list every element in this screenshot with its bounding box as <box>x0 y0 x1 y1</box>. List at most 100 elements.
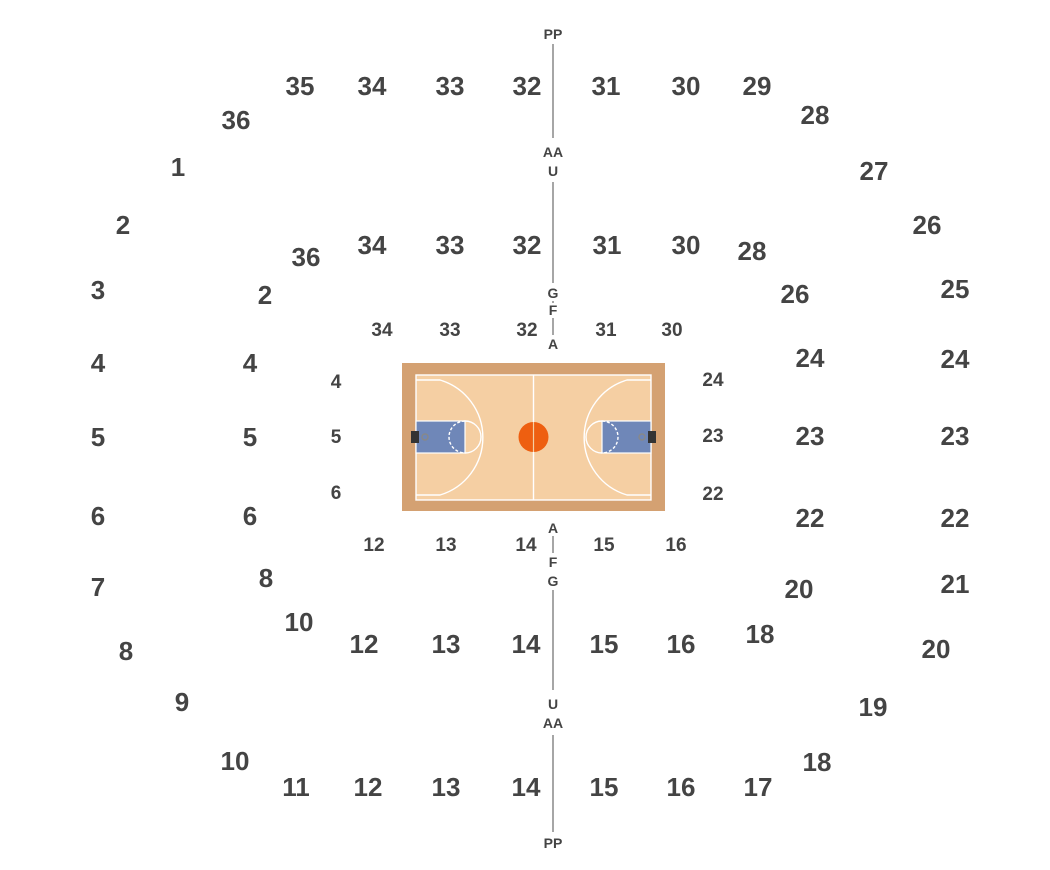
seat-section[interactable]: 29 <box>743 71 772 101</box>
aisle-label: F <box>549 302 558 318</box>
seat-section[interactable]: 2 <box>258 280 272 310</box>
seat-section[interactable]: 5 <box>331 427 342 448</box>
seat-section[interactable]: 10 <box>285 607 314 637</box>
aisle-label: A <box>548 520 558 536</box>
seat-section[interactable]: 33 <box>436 71 465 101</box>
aisle-label: PP <box>544 26 563 42</box>
seat-section[interactable]: 31 <box>595 320 617 341</box>
seat-section[interactable]: 16 <box>665 535 686 556</box>
seat-section[interactable]: 15 <box>593 535 615 556</box>
lower-sections: 34 33 32 31 30 4 24 5 23 6 22 12 13 14 1… <box>331 320 724 556</box>
seat-section[interactable]: 4 <box>331 372 342 393</box>
middle-sections: 34 33 32 31 30 36 28 2 26 4 24 5 23 6 22… <box>243 230 825 659</box>
seat-section[interactable]: 23 <box>702 426 723 447</box>
seat-section[interactable]: 18 <box>746 619 775 649</box>
seat-section[interactable]: 6 <box>243 501 257 531</box>
seat-section[interactable]: 28 <box>801 100 830 130</box>
seat-section[interactable]: 32 <box>516 320 537 341</box>
seat-section[interactable]: 34 <box>371 320 393 341</box>
free-throw-arc-right-dashed <box>601 420 619 454</box>
seat-section[interactable]: 19 <box>859 692 888 722</box>
seat-section[interactable]: 4 <box>243 348 258 378</box>
seat-section[interactable]: 7 <box>91 572 105 602</box>
backboard-right <box>648 431 656 443</box>
seat-section[interactable]: 14 <box>512 629 541 659</box>
seat-section[interactable]: 14 <box>512 772 541 802</box>
seat-section[interactable]: 18 <box>803 747 832 777</box>
seat-section[interactable]: 4 <box>91 348 106 378</box>
seat-section[interactable]: 27 <box>860 156 889 186</box>
seat-section[interactable]: 2 <box>116 210 130 240</box>
hoop-left <box>421 433 429 441</box>
seat-section[interactable]: 13 <box>432 629 461 659</box>
aisle-labels-bottom: A F G U AA PP <box>543 520 563 851</box>
seat-section[interactable]: 9 <box>175 687 189 717</box>
seat-section[interactable]: 8 <box>259 563 273 593</box>
seat-section[interactable]: 26 <box>913 210 942 240</box>
seat-section[interactable]: 13 <box>432 772 461 802</box>
seat-section[interactable]: 34 <box>358 71 387 101</box>
seat-section[interactable]: 34 <box>358 230 387 260</box>
seat-section[interactable]: 17 <box>744 772 773 802</box>
seat-section[interactable]: 5 <box>243 422 257 452</box>
seat-section[interactable]: 22 <box>796 503 825 533</box>
seat-section[interactable]: 10 <box>221 746 250 776</box>
seat-section[interactable]: 20 <box>785 574 814 604</box>
seat-section[interactable]: 6 <box>91 501 105 531</box>
seat-section[interactable]: 16 <box>667 629 696 659</box>
seat-section[interactable]: 32 <box>513 230 542 260</box>
seat-section[interactable]: 20 <box>922 634 951 664</box>
seat-section[interactable]: 36 <box>292 242 321 272</box>
seat-section[interactable]: 22 <box>941 503 970 533</box>
seat-section[interactable]: 12 <box>350 629 379 659</box>
seat-section[interactable]: 12 <box>363 535 384 556</box>
seat-section[interactable]: 30 <box>672 71 701 101</box>
seat-section[interactable]: 22 <box>702 484 723 505</box>
seat-section[interactable]: 21 <box>941 569 970 599</box>
seat-section[interactable]: 32 <box>513 71 542 101</box>
seat-section[interactable]: 15 <box>590 772 619 802</box>
seat-section[interactable]: 15 <box>590 629 619 659</box>
seat-section[interactable]: 28 <box>738 236 767 266</box>
seat-section[interactable]: 33 <box>436 230 465 260</box>
seat-section[interactable]: 1 <box>171 152 185 182</box>
aisle-labels-top: PP AA U G F A <box>543 26 563 352</box>
seat-section[interactable]: 5 <box>91 422 105 452</box>
seat-section[interactable]: 31 <box>593 230 622 260</box>
seat-section[interactable]: 12 <box>354 772 383 802</box>
aisle-label: G <box>548 573 559 589</box>
seat-section[interactable]: 13 <box>435 535 456 556</box>
seat-section[interactable]: 11 <box>282 772 310 802</box>
free-throw-arc-right-solid <box>585 420 603 454</box>
seat-section[interactable]: 3 <box>91 275 105 305</box>
seat-section[interactable]: 33 <box>439 320 460 341</box>
aisle-label: F <box>549 554 558 570</box>
aisle-label: U <box>548 696 558 712</box>
seat-section[interactable]: 25 <box>941 274 970 304</box>
three-point-arc-left <box>416 379 484 496</box>
aisle-label: U <box>548 163 558 179</box>
seat-section[interactable]: 14 <box>515 535 537 556</box>
aisle-label: AA <box>543 144 563 160</box>
aisle-label: AA <box>543 715 563 731</box>
seat-section[interactable]: 30 <box>672 230 701 260</box>
aisle-label: PP <box>544 835 563 851</box>
seat-section[interactable]: 24 <box>702 370 724 391</box>
seat-section[interactable]: 6 <box>331 483 342 504</box>
seat-section[interactable]: 36 <box>222 105 251 135</box>
seat-section[interactable]: 30 <box>661 320 682 341</box>
seat-section[interactable]: 23 <box>796 421 825 451</box>
free-throw-arc-left-dashed <box>448 420 466 454</box>
seat-section[interactable]: 24 <box>796 343 825 373</box>
seat-section[interactable]: 24 <box>941 344 970 374</box>
seat-section[interactable]: 31 <box>592 71 621 101</box>
seat-section[interactable]: 26 <box>781 279 810 309</box>
hoop-right <box>638 433 646 441</box>
seat-section[interactable]: 23 <box>941 421 970 451</box>
seat-section[interactable]: 8 <box>119 636 133 666</box>
seat-section[interactable]: 16 <box>667 772 696 802</box>
seat-section[interactable]: 35 <box>286 71 315 101</box>
aisle-label: G <box>548 285 559 301</box>
backboard-left <box>411 431 419 443</box>
